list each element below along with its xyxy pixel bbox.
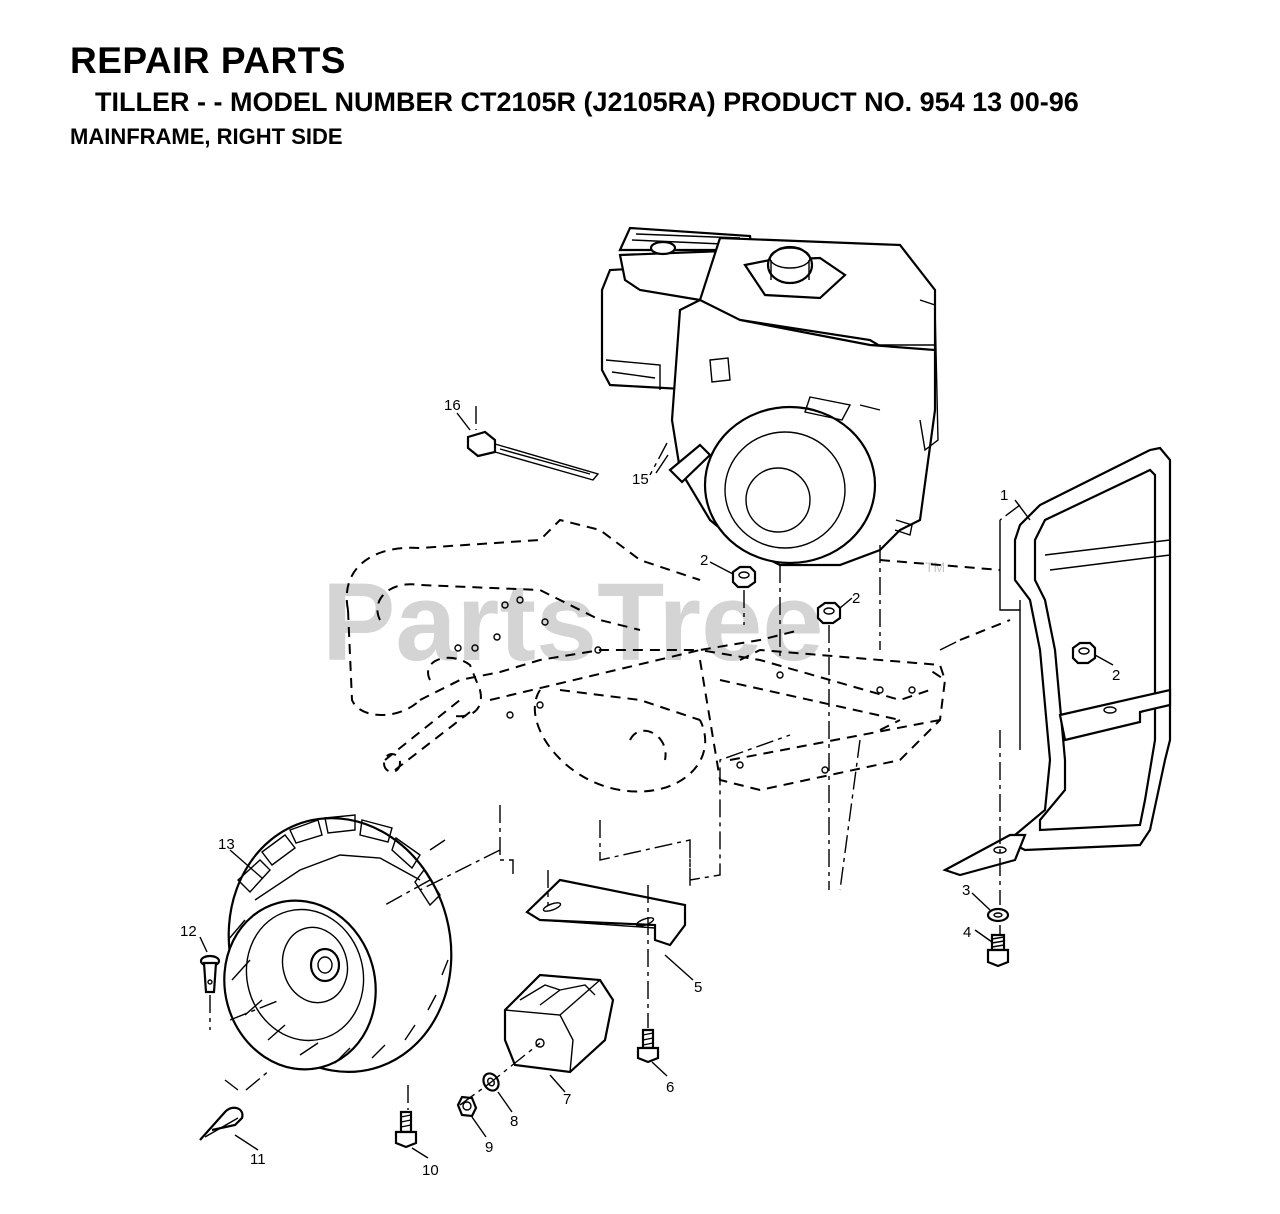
callout-8: 8 bbox=[510, 1113, 518, 1130]
mainframe-dashed bbox=[345, 518, 1011, 793]
callouts: 1 2 2 2 3 4 5 6 7 8 9 10 11 12 13 15 16 bbox=[180, 397, 1120, 1179]
bolt-part-6 bbox=[636, 1028, 660, 1064]
callout-1: 1 bbox=[1000, 487, 1008, 504]
callout-11: 11 bbox=[250, 1151, 266, 1168]
callout-10: 10 bbox=[422, 1162, 439, 1179]
bracket-part-5 bbox=[525, 878, 687, 947]
callout-6: 6 bbox=[666, 1079, 674, 1096]
weight-block-part-7 bbox=[503, 973, 615, 1074]
leader-lines bbox=[199, 412, 1114, 1159]
wheel-part-13 bbox=[223, 814, 453, 1073]
cable-tie-part-16 bbox=[466, 430, 600, 481]
hairpin-part-11 bbox=[199, 1106, 244, 1141]
callout-16: 16 bbox=[444, 397, 461, 414]
callout-2c: 2 bbox=[1112, 667, 1120, 684]
bolt-part-4 bbox=[986, 933, 1010, 968]
washer-part-3 bbox=[986, 907, 1010, 923]
alignment-lines bbox=[209, 406, 1021, 1110]
callout-9: 9 bbox=[485, 1139, 493, 1156]
callout-5: 5 bbox=[694, 979, 702, 996]
callout-2b: 2 bbox=[852, 590, 860, 607]
callout-15: 15 bbox=[632, 471, 649, 488]
callout-13: 13 bbox=[218, 836, 235, 853]
callout-3: 3 bbox=[962, 882, 970, 899]
bolt-part-10 bbox=[394, 1110, 418, 1149]
clevis-pin-part-12 bbox=[199, 954, 221, 994]
callout-7: 7 bbox=[563, 1091, 571, 1108]
model-subtitle: TILLER - - MODEL NUMBER CT2105R (J2105RA… bbox=[95, 87, 1079, 117]
engine-part-15 bbox=[600, 226, 939, 567]
watermark-trademark: TM bbox=[925, 559, 945, 575]
nut-part-9 bbox=[456, 1095, 478, 1118]
page-title: REPAIR PARTS bbox=[70, 40, 346, 81]
callout-12: 12 bbox=[180, 923, 197, 940]
section-title: MAINFRAME, RIGHT SIDE bbox=[70, 124, 343, 149]
callout-2a: 2 bbox=[700, 552, 708, 569]
nut-part-2 bbox=[731, 565, 1097, 665]
callout-4: 4 bbox=[963, 924, 971, 941]
bumper-frame-part-1 bbox=[942, 446, 1172, 877]
